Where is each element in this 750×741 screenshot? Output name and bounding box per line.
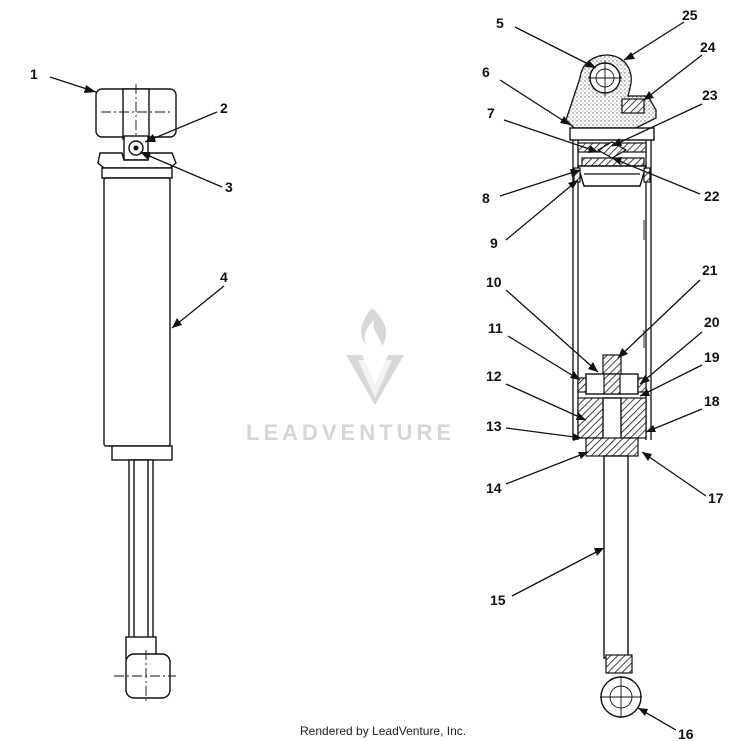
leadventure-logo-watermark: LEADVENTURE bbox=[246, 308, 455, 445]
callout-19: 19 bbox=[704, 349, 720, 365]
callout-12: 12 bbox=[486, 368, 502, 384]
callout-6: 6 bbox=[482, 64, 490, 80]
watermark-text: LEADVENTURE bbox=[246, 420, 455, 445]
callout-25: 25 bbox=[682, 7, 698, 23]
callout-5: 5 bbox=[496, 15, 504, 31]
callout-9: 9 bbox=[490, 235, 498, 251]
callout-15: 15 bbox=[490, 592, 506, 608]
callout-24: 24 bbox=[700, 39, 716, 55]
callout-11: 11 bbox=[488, 320, 503, 336]
callout-20: 20 bbox=[704, 314, 720, 330]
callout-14: 14 bbox=[486, 480, 502, 496]
assembled-shock bbox=[95, 84, 177, 702]
shock-cross-section bbox=[565, 54, 657, 718]
callout-4: 4 bbox=[220, 269, 228, 285]
footer-credit: Rendered by LeadVenture, Inc. bbox=[300, 724, 466, 738]
callout-2: 2 bbox=[220, 100, 228, 116]
callout-3: 3 bbox=[225, 179, 233, 195]
callout-18: 18 bbox=[704, 393, 720, 409]
callout-23: 23 bbox=[702, 87, 718, 103]
callout-7: 7 bbox=[487, 105, 495, 121]
callout-8: 8 bbox=[482, 190, 490, 206]
callout-21: 21 bbox=[702, 262, 718, 278]
callout-10: 10 bbox=[486, 274, 502, 290]
callouts: 1 2 3 4 5 25 24 6 23 7 bbox=[30, 7, 724, 741]
callout-16: 16 bbox=[678, 726, 694, 741]
callout-1: 1 bbox=[30, 66, 38, 82]
callout-22: 22 bbox=[704, 188, 720, 204]
callout-13: 13 bbox=[486, 418, 502, 434]
callout-17: 17 bbox=[708, 490, 724, 506]
